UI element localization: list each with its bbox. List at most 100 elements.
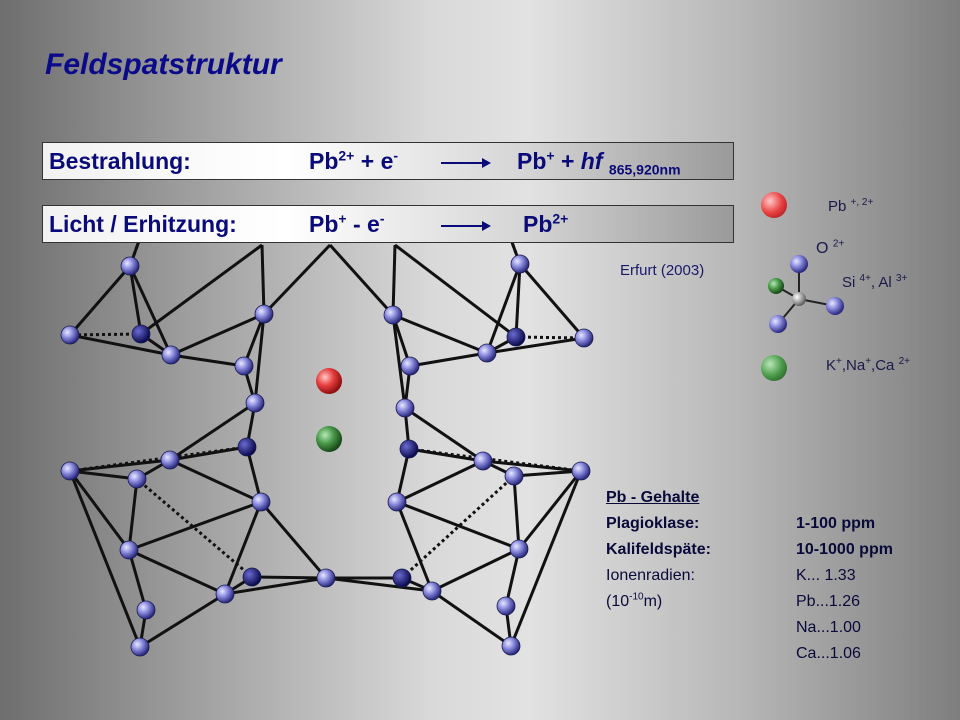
- reaction2-right-term: Pb2+: [523, 210, 569, 237]
- bond-line: [396, 459, 484, 504]
- legend-k-na-ca-ball-icon: [761, 355, 787, 381]
- oxygen-atom: [574, 328, 594, 348]
- legend-k-na-ca-label: K+,Na+,Ca 2+: [826, 356, 910, 375]
- bond-line: [169, 401, 256, 462]
- oxygen-atom: [422, 581, 442, 601]
- bond-dotted-line: [400, 474, 516, 580]
- oxygen-atom: [120, 256, 140, 276]
- bond-dotted-line: [515, 335, 585, 340]
- oxygen-atom: [571, 461, 591, 481]
- reaction2-label: Licht / Erhitzung:: [49, 211, 237, 237]
- legend-pb-ball-icon: [761, 192, 787, 218]
- bond-line: [512, 475, 521, 550]
- bond-line: [223, 501, 263, 595]
- table-row: Ca...1.06: [796, 645, 861, 662]
- oxygen-atom: [400, 356, 420, 376]
- oxygen-atom: [477, 343, 497, 363]
- bond-line: [128, 500, 262, 552]
- si-al-atom: [237, 437, 257, 457]
- bond-line: [392, 313, 488, 355]
- bond-line: [391, 244, 397, 316]
- pb-content-table: Pb - Gehalte Plagioklase:1-100 ppm Kalif…: [606, 485, 893, 667]
- bond-line: [509, 470, 583, 647]
- bond-line: [170, 312, 265, 357]
- bond-dotted-line: [69, 332, 142, 337]
- bond-line: [431, 589, 512, 648]
- page-title: Feldspatstruktur: [45, 48, 282, 81]
- bond-line: [260, 244, 266, 315]
- table-row: Plagioklase:1-100 ppm: [606, 515, 876, 532]
- bond-line: [253, 313, 266, 404]
- reaction1-label: Bestrahlung:: [49, 148, 191, 174]
- oxygen-atom: [316, 568, 336, 588]
- si-al-atom: [506, 327, 526, 347]
- legend-tetrahedron-icon: [768, 255, 844, 333]
- oxygen-atom: [119, 540, 139, 560]
- bond-line: [245, 446, 263, 503]
- bond-line: [514, 263, 522, 338]
- bond-dotted-line: [408, 447, 582, 473]
- oxygen-atom: [501, 636, 521, 656]
- bond-line: [127, 478, 139, 551]
- bond-line: [69, 469, 138, 481]
- reaction2-left-term: Pb+ - e-: [309, 210, 385, 237]
- oxygen-atom: [254, 304, 274, 324]
- oxygen-atom: [496, 596, 516, 616]
- table-row: (10-10m)Pb...1.26: [606, 591, 861, 610]
- bond-line: [325, 576, 433, 593]
- legend-pb-label: Pb +, 2+: [828, 197, 874, 216]
- oxygen-atom: [160, 450, 180, 470]
- bond-line: [251, 575, 327, 580]
- reaction1-left-term: Pb2+ + e-: [309, 147, 399, 174]
- oxygen-atom: [234, 356, 254, 376]
- oxygen-atom: [509, 539, 529, 559]
- oxygen-atom: [510, 254, 530, 274]
- legend-o-label: O 2+: [816, 238, 845, 257]
- oxygen-atom: [161, 345, 181, 365]
- bond-dotted-line: [136, 477, 253, 579]
- bond-line: [69, 333, 172, 357]
- oxygen-atom: [504, 466, 524, 486]
- reaction1-right-term: Pb+ + hf 865,920nm: [517, 147, 681, 178]
- reaction-box-irradiation: Bestrahlung: Pb2+ + e- Pb+ + hf 865,920n…: [42, 142, 734, 180]
- oxygen-atom: [130, 637, 150, 657]
- bond-line: [68, 265, 132, 336]
- bond-line: [404, 406, 484, 463]
- pb-table-heading: Pb - Gehalte: [606, 489, 700, 506]
- reaction1-arrow-icon: [441, 158, 491, 168]
- oxygen-atom: [60, 461, 80, 481]
- si-al-atom: [242, 567, 262, 587]
- bond-line: [128, 265, 173, 356]
- bond-line: [485, 263, 522, 354]
- bond-line: [513, 469, 582, 478]
- si-al-atom: [392, 568, 412, 588]
- reaction-box-light-heating: Licht / Erhitzung: Pb+ - e- Pb2+: [42, 205, 734, 243]
- table-row: Na...1.00: [796, 619, 861, 636]
- bond-line: [128, 548, 226, 596]
- oxygen-atom: [473, 451, 493, 471]
- bond-line: [395, 501, 434, 592]
- bond-line: [391, 314, 407, 409]
- pb-cation: [316, 368, 342, 394]
- oxygen-atom: [245, 393, 265, 413]
- bond-line: [170, 353, 245, 368]
- bond-line: [169, 458, 262, 504]
- si-al-atom: [131, 324, 151, 344]
- table-row: Ionenradien:K... 1.33: [606, 567, 856, 584]
- bond-line: [486, 336, 585, 355]
- bond-line: [128, 265, 143, 335]
- bond-line: [224, 576, 327, 596]
- table-row: Kalifeldspäte:10-1000 ppm: [606, 541, 893, 558]
- bond-line: [262, 243, 332, 316]
- reaction2-arrow-icon: [441, 221, 491, 231]
- bond-line: [328, 243, 395, 317]
- bond-line: [139, 592, 226, 649]
- si-al-atom: [399, 439, 419, 459]
- oxygen-atom: [383, 305, 403, 325]
- oxygen-atom: [395, 398, 415, 418]
- bond-line: [140, 243, 263, 336]
- bond-line: [68, 470, 142, 648]
- bond-line: [396, 500, 520, 551]
- bond-line: [518, 263, 586, 339]
